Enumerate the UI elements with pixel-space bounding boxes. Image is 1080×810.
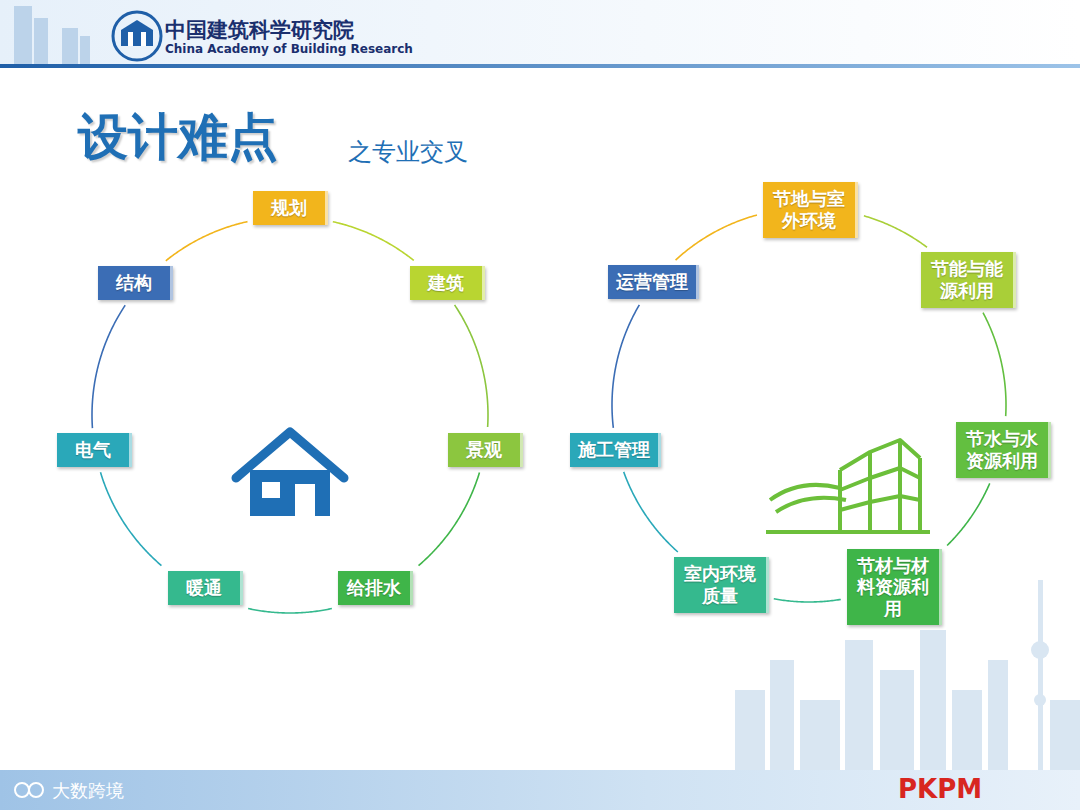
cycle-arc — [983, 313, 1006, 416]
topic-box: 节水与水资源利用 — [956, 422, 1051, 477]
header-buildings — [14, 6, 90, 66]
cycle-arc — [774, 599, 841, 602]
topic-text: 节水与水资源利用 — [964, 428, 1040, 471]
topic-text: 室内环境质量 — [682, 563, 758, 606]
cycle-arc — [624, 472, 678, 552]
topic-text: 节地与室外环境 — [771, 188, 847, 231]
topic-box: 结构 — [98, 266, 173, 300]
topic-text: 暖通 — [176, 577, 232, 599]
cycle-arc — [92, 305, 125, 428]
topic-text: 规划 — [261, 197, 317, 219]
cycle-arc — [248, 609, 332, 613]
topic-text: 节材与材料资源利用 — [855, 555, 931, 620]
topic-box: 电气 — [57, 433, 132, 467]
topic-box: 建筑 — [410, 266, 485, 300]
topic-box: 施工管理 — [570, 433, 661, 467]
house-icon — [236, 432, 344, 516]
header-band — [0, 0, 1080, 66]
cycle-arc — [864, 216, 927, 247]
subtitle: 之专业交叉 — [348, 136, 468, 168]
slide-title: 设计难点 — [78, 104, 278, 171]
cycle-arc — [676, 215, 757, 260]
watermark: 大数跨境 — [52, 779, 124, 803]
org-name: 中国建筑科学研究院 — [165, 16, 354, 44]
topic-box: 规划 — [253, 191, 328, 225]
topic-box: 给排水 — [338, 571, 413, 605]
topic-box: 节能与能源利用 — [921, 252, 1016, 307]
cycle-arc — [419, 473, 480, 566]
topic-text: 建筑 — [418, 272, 474, 294]
topic-box: 节材与材料资源利用 — [847, 549, 942, 626]
cycle-arc — [455, 305, 488, 427]
topic-text: 给排水 — [346, 577, 402, 599]
org-name-en: China Academy of Building Research — [165, 42, 413, 56]
cycle-arc — [100, 472, 161, 565]
topic-text: 运营管理 — [616, 271, 688, 293]
header-rule — [0, 64, 1080, 68]
cycle-arc — [333, 222, 414, 261]
building-icon — [766, 440, 930, 532]
topic-text: 景观 — [456, 439, 512, 461]
watermark-icon — [15, 783, 43, 797]
topic-box: 运营管理 — [608, 265, 699, 299]
cycle-arc — [947, 483, 990, 545]
topic-box: 室内环境质量 — [674, 557, 769, 612]
logo — [113, 12, 161, 60]
topic-box: 暖通 — [168, 571, 243, 605]
brand-mark: PKPM — [898, 774, 982, 804]
topic-text: 电气 — [65, 439, 121, 461]
topic-text: 结构 — [106, 272, 162, 294]
topic-box: 景观 — [448, 433, 523, 467]
topic-text: 节能与能源利用 — [929, 258, 1005, 301]
cycle-arc — [166, 222, 248, 261]
topic-box: 节地与室外环境 — [763, 182, 858, 237]
topic-text: 施工管理 — [578, 439, 650, 461]
cycle-arc — [612, 305, 639, 428]
footer-band — [0, 770, 1080, 810]
